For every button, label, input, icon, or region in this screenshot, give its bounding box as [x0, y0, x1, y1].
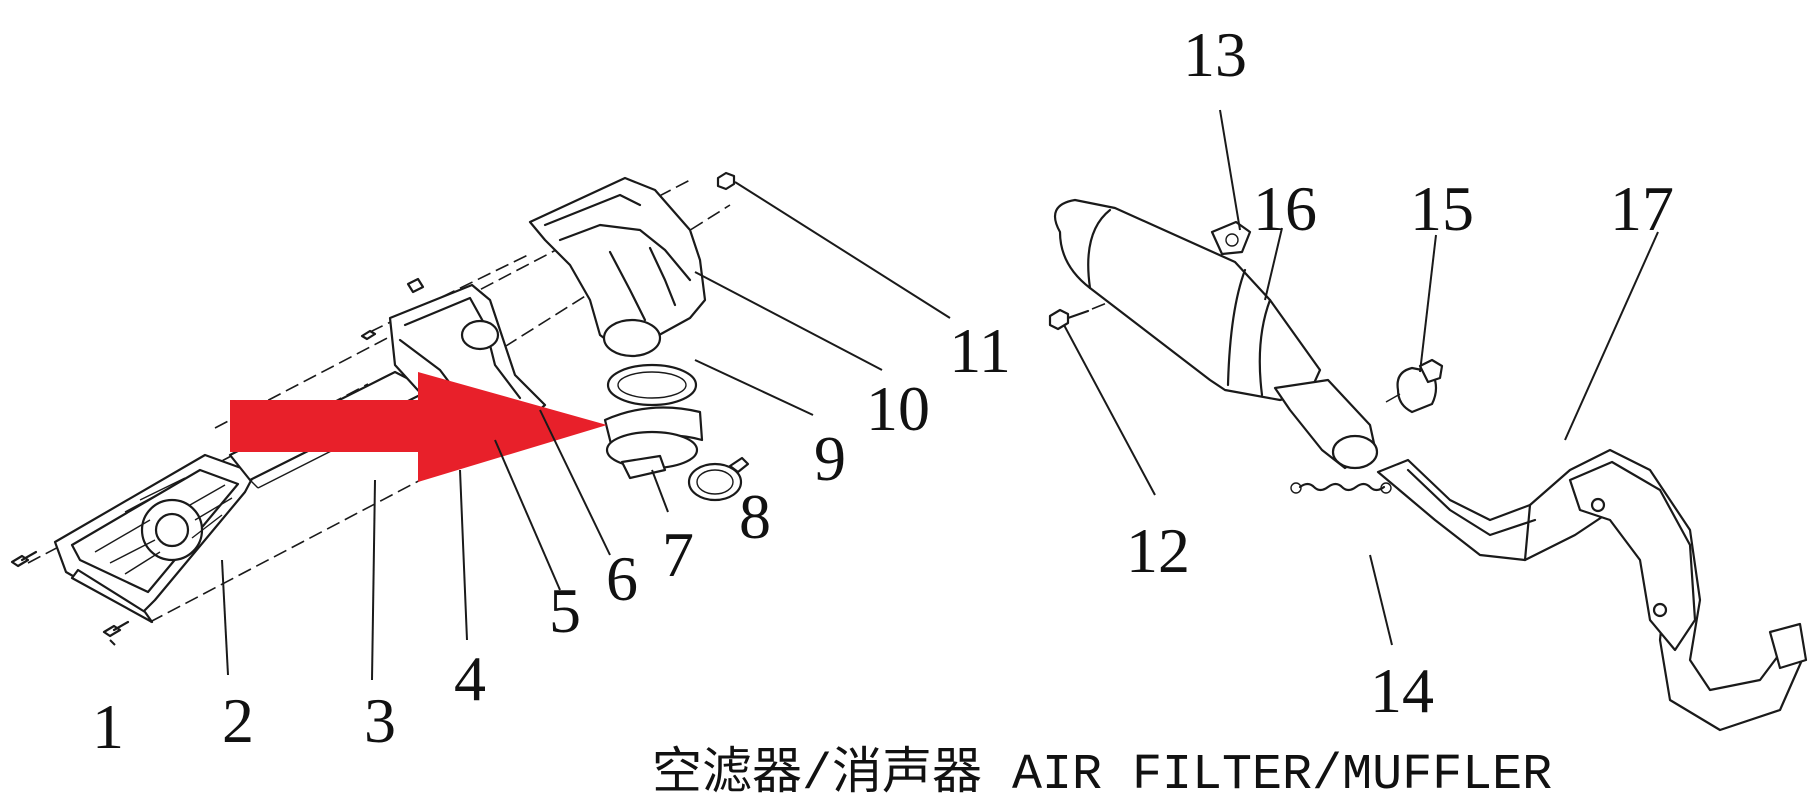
part-16-muffler-body [1053, 198, 1379, 470]
callout-12: 12 [1126, 515, 1190, 586]
part-17-header-pipe [1376, 448, 1808, 732]
callout-5: 5 [549, 575, 581, 646]
callout-3: 3 [364, 685, 396, 756]
callout-8: 8 [739, 481, 771, 552]
callout-1: 1 [92, 691, 124, 762]
callout-4: 4 [454, 643, 486, 714]
callout-10: 10 [866, 373, 930, 444]
diagram-title: 空滤器/消声器 AIR FILTER/MUFFLER [652, 745, 1552, 804]
part-2-filter-grill [53, 453, 257, 624]
callout-9: 9 [814, 423, 846, 494]
callout-13: 13 [1183, 19, 1247, 90]
callout-11: 11 [949, 315, 1011, 386]
part-14-spring [1290, 482, 1392, 494]
callout-14: 14 [1370, 655, 1434, 726]
part-11-nut [716, 171, 736, 191]
muffler-assembly [1048, 198, 1808, 732]
callout-17: 17 [1610, 173, 1674, 244]
callout-7: 7 [662, 519, 694, 590]
part-10-upper-cover [528, 176, 707, 358]
callout-16: 16 [1253, 173, 1317, 244]
callout-labels: 1 2 3 4 5 6 7 8 9 10 11 12 13 14 15 16 1… [92, 19, 1674, 762]
part-15-clamp [1385, 358, 1444, 414]
highlight-arrow [230, 372, 607, 482]
part-1-screws [10, 329, 377, 638]
part-9-intake-ring [603, 363, 704, 480]
callout-6: 6 [606, 543, 638, 614]
part-8-hose-clamp [687, 456, 750, 502]
leader-lines [109, 109, 1659, 681]
callout-2: 2 [222, 685, 254, 756]
callout-15: 15 [1410, 173, 1474, 244]
